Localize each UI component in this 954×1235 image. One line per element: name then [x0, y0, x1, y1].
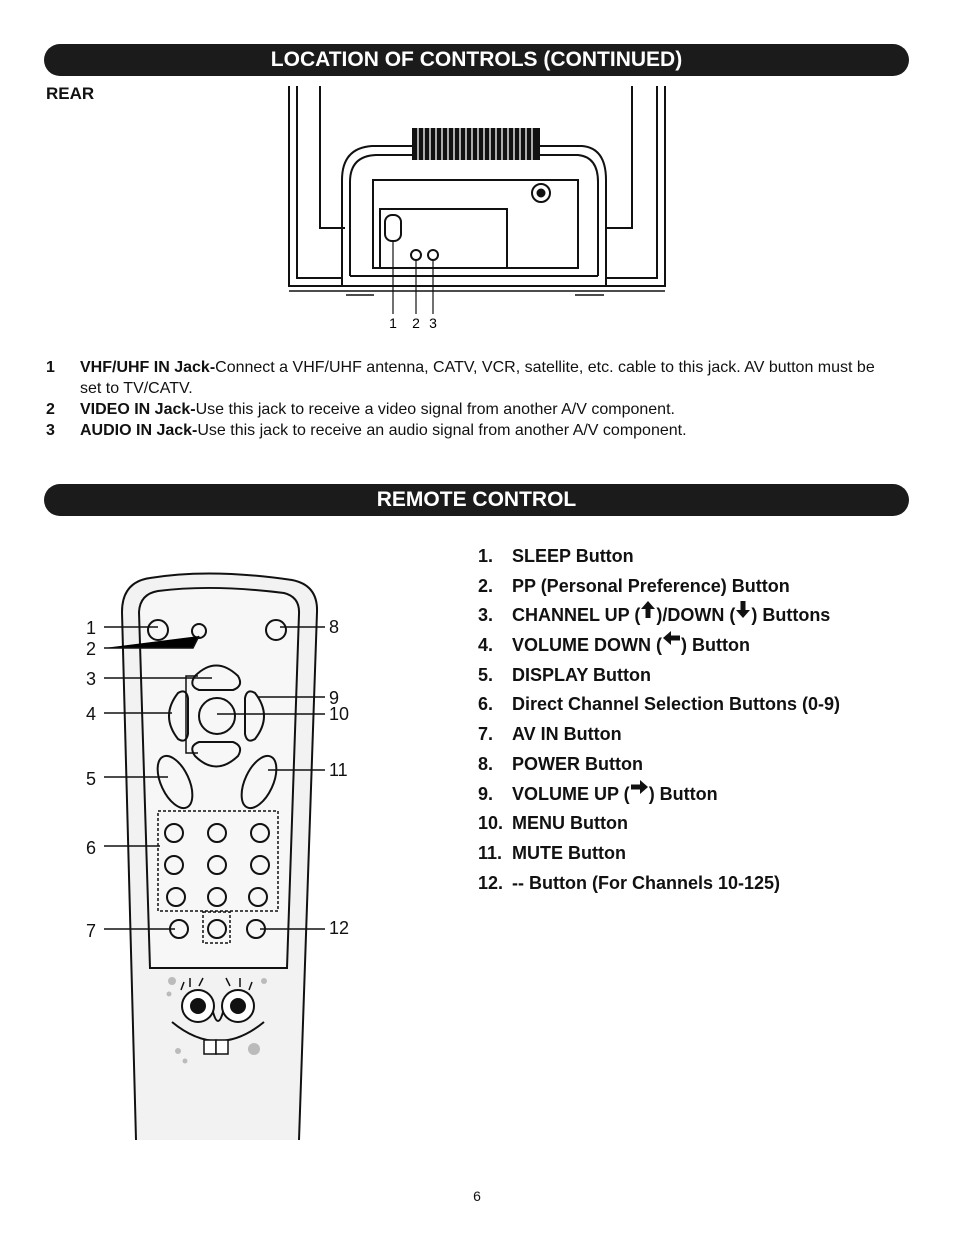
- rear-label: REAR: [46, 84, 95, 103]
- item-label: POWER Button: [512, 753, 643, 774]
- section-banner-location-of-controls: LOCATION OF CONTROLS (CONTINUED): [44, 44, 909, 76]
- item-number: 2.: [478, 575, 494, 596]
- item-label-part: ) Buttons: [751, 605, 831, 626]
- list-item: 2. PP (Personal Preference) Button: [478, 572, 840, 602]
- list-item: 10. MENU Button: [478, 809, 840, 839]
- item-number: 8.: [478, 753, 494, 774]
- item-number: 1: [46, 359, 55, 376]
- rear-callout: 1: [389, 315, 397, 331]
- list-item: 8. POWER Button: [478, 750, 840, 780]
- list-item: 12. -- Button (For Channels 10-125): [478, 869, 840, 899]
- decorative-spots: [166, 977, 267, 1064]
- list-item: 11. MUTE Button: [478, 839, 840, 869]
- list-item: 2 VIDEO IN Jack-Use this jack to receive…: [46, 399, 896, 420]
- item-number: 10.: [478, 813, 504, 834]
- item-number: 3.: [478, 605, 494, 626]
- remote-callout: 9: [329, 688, 339, 708]
- item-label: -- Button (For Channels 10-125): [512, 872, 781, 893]
- item-number: 7.: [478, 724, 494, 745]
- remote-callout: 6: [86, 838, 96, 858]
- arrow-down-icon: [736, 601, 751, 619]
- rear-callout: 2: [412, 315, 420, 331]
- item-name: VIDEO IN Jack-: [80, 401, 196, 418]
- item-number: 6.: [478, 694, 494, 715]
- item-label: SLEEP Button: [512, 546, 634, 566]
- list-item: 7. AV IN Button: [478, 720, 840, 750]
- item-label: PP (Personal Preference) Button: [512, 575, 790, 596]
- section-title: REMOTE CONTROL: [376, 488, 577, 511]
- item-number: 11.: [478, 842, 503, 863]
- remote-control-diagram: 1 2 3 4 5 6 7 8 9 10 11 12: [86, 572, 349, 1141]
- section-banner-remote-control: REMOTE CONTROL: [44, 484, 909, 516]
- list-item: 3. CHANNEL UP ( )/DOWN ( ) Buttons: [478, 601, 840, 631]
- remote-callout: 2: [86, 639, 96, 659]
- remote-callout: 11: [329, 760, 348, 780]
- page-number: 6: [473, 1188, 481, 1204]
- list-item: 3 AUDIO IN Jack-Use this jack to receive…: [46, 420, 896, 441]
- remote-callout: 5: [86, 769, 96, 789]
- item-label: MENU Button: [512, 813, 628, 834]
- item-label: DISPLAY Button: [512, 664, 652, 685]
- item-label: Direct Channel Selection Buttons (0-9): [512, 694, 841, 715]
- remote-callout: 8: [329, 617, 339, 637]
- item-description: Use this jack to receive an audio signal…: [197, 422, 687, 439]
- item-number: 1.: [478, 546, 494, 566]
- item-name: VHF/UHF IN Jack-: [80, 359, 216, 376]
- rear-callout: 3: [429, 315, 437, 331]
- item-label: VOLUME DOWN (: [512, 635, 662, 656]
- arrow-right-icon: [630, 779, 648, 794]
- remote-callout: 10: [329, 704, 349, 724]
- arrow-up-icon: [641, 601, 656, 619]
- remote-callout: 12: [329, 918, 349, 938]
- remote-callout: 7: [86, 921, 96, 941]
- item-label-part: ) Button: [648, 783, 718, 804]
- item-label: VOLUME UP (: [512, 783, 630, 804]
- arrow-left-icon: [663, 631, 680, 646]
- item-label-part: ) Button: [681, 635, 750, 656]
- item-description: Connect a VHF/UHF antenna, CATV, VCR, sa…: [80, 359, 875, 397]
- item-number: 5.: [478, 664, 494, 685]
- remote-button-list: 1. SLEEP Button 2. PP (Personal Preference…: [478, 542, 840, 898]
- item-label-part: )/DOWN (: [656, 605, 736, 626]
- list-item: 5. DISPLAY Button: [478, 661, 840, 691]
- vent-grille: [412, 128, 540, 160]
- remote-callout: 1: [86, 618, 96, 638]
- cartoon-face-logo: [171, 977, 265, 1055]
- list-item: 4. VOLUME DOWN ( ) Button: [478, 631, 840, 661]
- item-number: 3: [46, 422, 55, 439]
- item-number: 9.: [478, 783, 494, 804]
- item-description: Use this jack to receive a video signal …: [195, 401, 675, 418]
- item-number: 12.: [478, 872, 504, 893]
- jack-description-list: 1 VHF/UHF IN Jack-Connect a VHF/UHF ante…: [46, 357, 896, 441]
- item-label: MUTE Button: [512, 842, 626, 863]
- item-number: 2: [46, 401, 55, 418]
- remote-callout: 3: [86, 669, 96, 689]
- section-title: LOCATION OF CONTROLS (CONTINUED): [270, 48, 683, 71]
- list-item: 9. VOLUME UP ( ) Button: [478, 779, 840, 810]
- list-item: 1. SLEEP Button: [478, 542, 840, 572]
- list-item: 6. Direct Channel Selection Buttons (0-9): [478, 690, 840, 720]
- item-number: 4.: [478, 635, 494, 656]
- remote-callout: 4: [86, 704, 96, 724]
- item-name: AUDIO IN Jack-: [80, 422, 198, 439]
- item-label: CHANNEL UP (: [512, 605, 641, 626]
- item-label: AV IN Button: [512, 724, 622, 745]
- tv-rear-diagram: 1 2 3: [288, 86, 666, 331]
- list-item: 1 VHF/UHF IN Jack-Connect a VHF/UHF ante…: [46, 357, 896, 399]
